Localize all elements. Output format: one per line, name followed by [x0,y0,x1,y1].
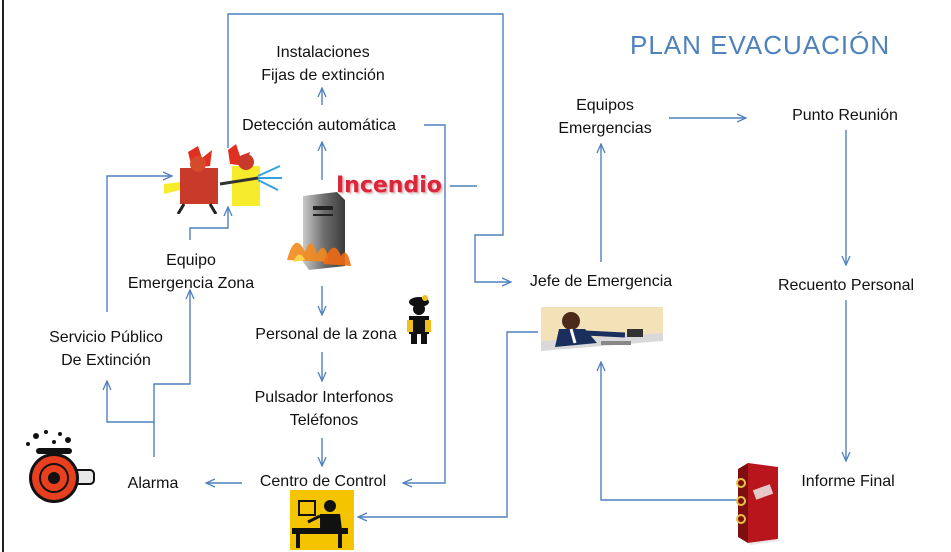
firefighters-clipart-icon [164,144,282,214]
control-operator-icon [290,490,354,550]
arrow-servicio-to-bomberos [106,176,172,312]
node-alarma: Alarma [127,475,179,492]
left-border-line [2,0,4,552]
burning-server-icon [287,192,351,270]
node-informe-final: Informe Final [801,473,895,490]
node-recuento-personal: Recuento Personal [777,277,915,294]
arrow-deteccion-to-centro [403,124,446,483]
arrow-alarma-to-servicio [107,381,155,457]
arrow-informe-to-jefe [601,362,742,501]
node-punto-reunion: Punto Reunión [792,107,898,124]
diagram-title: PLAN EVACUACIÓN [630,30,891,60]
node-incendio: Incendio [336,173,442,198]
report-book-icon [736,463,780,545]
node-jefe-emergencia: Jefe de Emergencia [529,273,673,290]
manager-on-phone-icon [541,307,663,361]
arrow-alarma-to-equipo [153,290,190,422]
node-deteccion-automatica: Detección automática [242,117,396,134]
fireman-figure-icon [407,295,431,344]
arrow-loop-to-jefe [227,13,511,282]
node-personal-zona: Personal de la zona [255,326,397,343]
arrow-jefe-to-operador [358,331,538,517]
node-centro-control: Centro de Control [259,473,387,490]
arrow-equipo-to-bomberos [189,207,228,240]
alarm-bell-icon [26,430,95,503]
